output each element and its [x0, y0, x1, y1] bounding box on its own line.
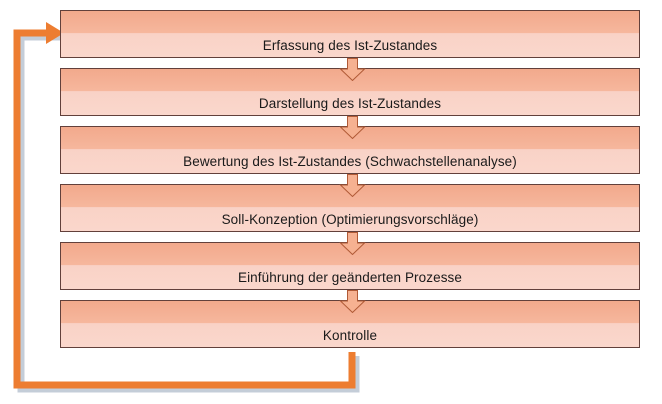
process-label-step-1: Erfassung des Ist-Zustandes — [262, 38, 438, 53]
down-arrow-icon-4 — [339, 232, 366, 255]
down-arrow-icon-3 — [339, 174, 366, 197]
down-arrow-icon-2 — [339, 116, 366, 139]
process-label-step-5: Einführung der geänderten Prozesse — [237, 270, 463, 285]
down-arrow-icon-5 — [339, 290, 366, 313]
process-label-step-3: Bewertung des Ist-Zustandes (Schwachstel… — [183, 154, 517, 169]
process-label-step-6: Kontrolle — [322, 328, 378, 343]
process-box-step-1[interactable]: Erfassung des Ist-Zustandes — [60, 10, 640, 58]
process-label-step-4: Soll-Konzeption (Optimierungsvorschläge) — [221, 212, 479, 227]
process-label-step-2: Darstellung des Ist-Zustandes — [258, 96, 442, 111]
down-arrow-icon-1 — [339, 58, 366, 81]
